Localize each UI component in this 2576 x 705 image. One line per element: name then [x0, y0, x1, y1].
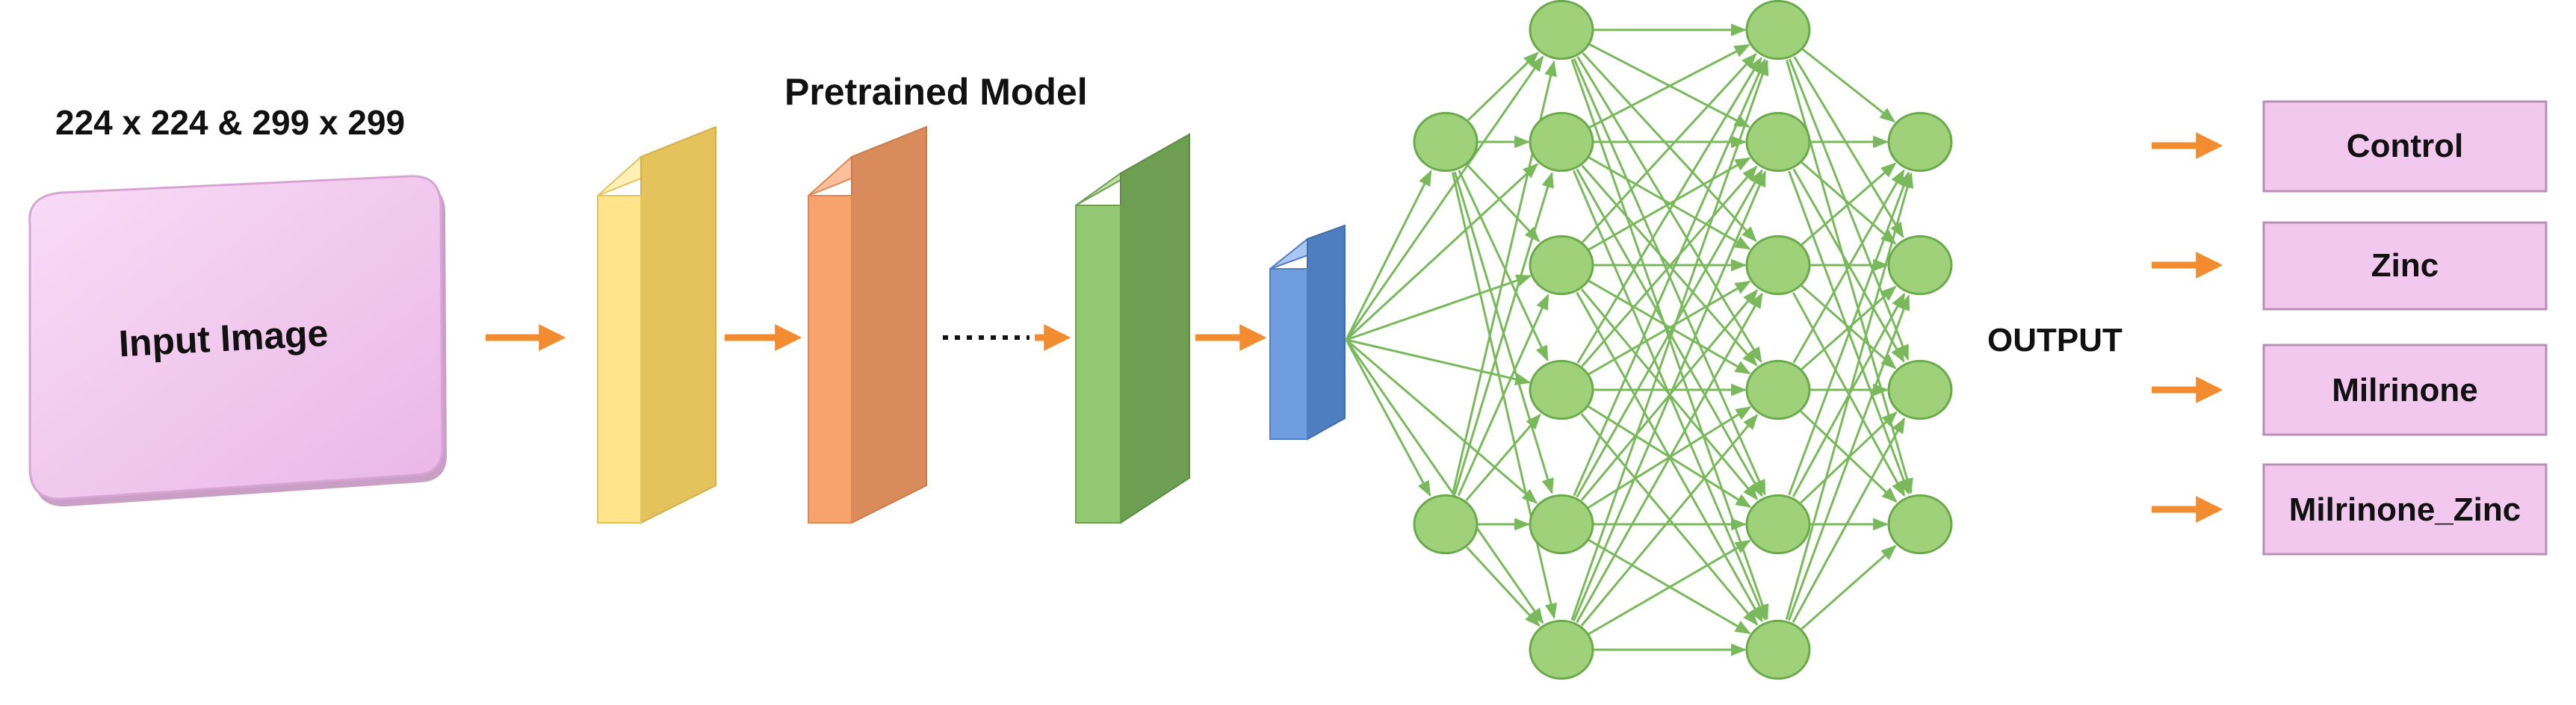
network-node-layer-2	[1529, 359, 1594, 420]
network-node-layer-2	[1529, 111, 1594, 173]
network-edge	[1785, 172, 1914, 620]
pretrained-model-title: Pretrained Model	[784, 71, 1088, 113]
network-edge	[1570, 59, 1769, 621]
network-edge	[1802, 48, 1896, 123]
network-edge	[1453, 172, 1554, 495]
network-edge	[1582, 52, 1757, 243]
network-edge	[1581, 165, 1758, 367]
network-edge	[1801, 162, 1897, 246]
network-edge	[1466, 164, 1541, 243]
layer-green	[1075, 133, 1190, 524]
network-node-layer-2	[1529, 0, 1594, 60]
network-node-layer-3	[1745, 0, 1811, 60]
output-class-label: Zinc	[2371, 247, 2439, 284]
network-edge	[1588, 157, 1751, 251]
output-class-milrinone: Milrinone	[2152, 344, 2548, 436]
network-node-layer-3	[1745, 619, 1811, 680]
network-edge	[1792, 169, 1905, 364]
network-node-layer-2	[1529, 235, 1594, 296]
network-edge	[1801, 285, 1897, 370]
feature-to-node-edge	[1346, 338, 1532, 385]
network-node-layer-4	[1887, 494, 1953, 555]
network-node-layer-3	[1745, 111, 1811, 173]
network-node-layer-1	[1413, 494, 1479, 555]
network-edge	[1576, 169, 1763, 498]
layer-blue	[1269, 224, 1346, 441]
network-node-layer-2	[1529, 619, 1594, 680]
network-edges	[1345, 23, 1914, 656]
output-classes: Control Zinc Milrinone Milrinone_Zinc	[2152, 100, 2548, 556]
network-edge	[1580, 414, 1759, 627]
network-node-layer-3	[1745, 494, 1811, 555]
network-edge	[1465, 413, 1541, 502]
feature-to-node-edge	[1345, 170, 1432, 341]
output-class-label: Milrinone_Zinc	[2289, 491, 2521, 528]
feature-to-node-edge	[1345, 339, 1431, 497]
layer-yellow	[597, 125, 716, 524]
network-edge	[1576, 292, 1763, 624]
network-edge	[1588, 43, 1750, 129]
feature-to-node-edge	[1345, 55, 1544, 341]
network-edge	[1789, 58, 1910, 361]
network-edge	[1788, 171, 1910, 496]
network-node-layer-3	[1745, 359, 1811, 420]
output-class-control: Control	[2152, 100, 2548, 193]
network-edge	[1788, 294, 1910, 621]
network-edge	[1801, 544, 1897, 630]
network-edge	[1793, 56, 1904, 239]
network-node-layer-3	[1745, 235, 1811, 296]
network-node-layer-1	[1413, 111, 1479, 173]
network-edge	[1576, 56, 1762, 364]
output-label: OUTPUT	[1987, 322, 2123, 358]
network-node-layer-4	[1887, 235, 1953, 296]
network-edge	[1457, 294, 1549, 497]
feature-to-node-edge	[1345, 339, 1544, 624]
feature-to-node-edge	[1346, 338, 1538, 504]
layer-orange	[808, 125, 927, 524]
network-nodes	[1413, 0, 1953, 680]
network-node-layer-4	[1887, 111, 1953, 173]
network-edge	[1573, 58, 1766, 497]
output-class-label: Control	[2347, 128, 2463, 164]
network-edge	[1588, 280, 1751, 376]
input-image-box: Input Image	[28, 175, 448, 507]
output-class-label: Milrinone	[2332, 372, 2478, 409]
network-edge	[1792, 417, 1906, 623]
network-edge	[1588, 539, 1751, 636]
output-class-milrinone-zinc: Milrinone_Zinc	[2152, 463, 2548, 556]
input-size-label: 224 x 224 & 299 x 299	[55, 103, 405, 142]
network-edge	[1573, 170, 1767, 621]
feature-to-node-edge	[1345, 163, 1539, 341]
network-node-layer-4	[1887, 359, 1953, 420]
feature-to-node-edge	[1346, 274, 1532, 341]
network-node-layer-2	[1529, 494, 1594, 555]
network-edge	[1466, 546, 1541, 627]
network-edge	[1467, 52, 1539, 121]
output-class-zinc: Zinc	[2152, 221, 2548, 311]
